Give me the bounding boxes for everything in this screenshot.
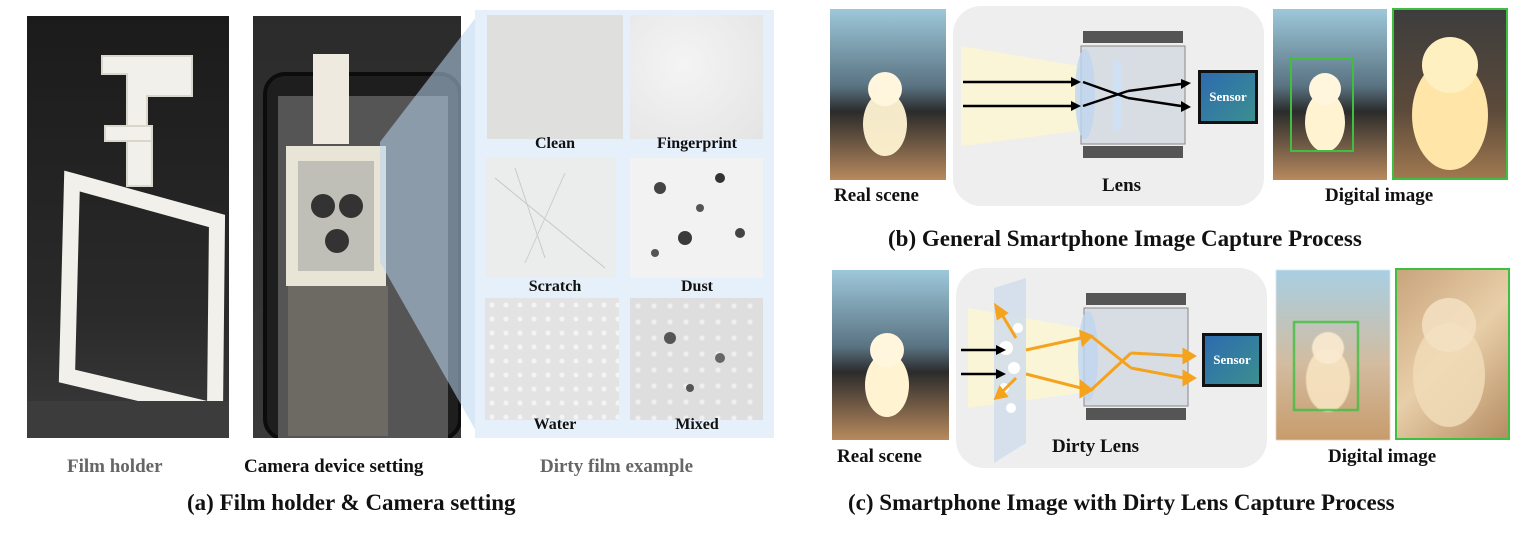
film-holder-drawing bbox=[27, 55, 229, 438]
sensor-box-b: Sensor bbox=[1198, 70, 1258, 124]
real-scene-image-c bbox=[832, 270, 949, 440]
tile-label-fingerprint: Fingerprint bbox=[657, 135, 737, 152]
tile-fingerprint bbox=[630, 15, 763, 139]
real-scene-label-b: Real scene bbox=[834, 185, 919, 206]
real-scene-image-b bbox=[830, 9, 946, 180]
panel-c-caption: (c) Smartphone Image with Dirty Lens Cap… bbox=[848, 490, 1395, 515]
panel-a-caption: (a) Film holder & Camera setting bbox=[187, 490, 516, 515]
digital-image-c bbox=[1276, 270, 1390, 440]
lens-label-b: Lens bbox=[1102, 175, 1142, 196]
lens-diagram-c bbox=[961, 278, 1197, 463]
lens-diagram-b bbox=[961, 31, 1191, 158]
tile-label-clean: Clean bbox=[535, 135, 575, 152]
tile-label-dust: Dust bbox=[680, 278, 713, 295]
highlight-box-c bbox=[1293, 321, 1359, 411]
dirty-film-label: Dirty film example bbox=[540, 456, 694, 477]
camera-setting-label: Camera device setting bbox=[244, 456, 424, 477]
film-holder-photo bbox=[27, 16, 229, 438]
zoom-wedge bbox=[380, 12, 480, 438]
sensor-box-c: Sensor bbox=[1202, 333, 1262, 387]
tile-water bbox=[485, 298, 619, 420]
zoomed-image-b bbox=[1392, 8, 1508, 180]
panel-b-caption: (b) General Smartphone Image Capture Pro… bbox=[888, 226, 1362, 251]
tile-label-mixed: Mixed bbox=[675, 416, 719, 433]
film-holder-label: Film holder bbox=[67, 456, 163, 477]
tile-mixed bbox=[630, 298, 763, 420]
digital-image-label-b: Digital image bbox=[1325, 185, 1434, 206]
real-scene-label-c: Real scene bbox=[837, 446, 922, 467]
sensor-label-c: Sensor bbox=[1213, 352, 1251, 367]
highlight-box-b bbox=[1290, 58, 1354, 152]
tile-label-water: Water bbox=[533, 416, 577, 433]
lens-label-c: Dirty Lens bbox=[1052, 436, 1140, 457]
dirty-film-panel: Clean Fingerprint Scratch Dust Water Mix… bbox=[475, 10, 774, 438]
zoomed-image-c bbox=[1395, 268, 1510, 440]
tile-scratch bbox=[485, 158, 616, 278]
tile-dust bbox=[630, 158, 763, 278]
digital-image-label-c: Digital image bbox=[1328, 446, 1437, 467]
tile-label-scratch: Scratch bbox=[528, 278, 582, 295]
tile-clean bbox=[487, 15, 623, 139]
digital-image-b bbox=[1273, 9, 1387, 180]
sensor-label-b: Sensor bbox=[1209, 89, 1247, 104]
